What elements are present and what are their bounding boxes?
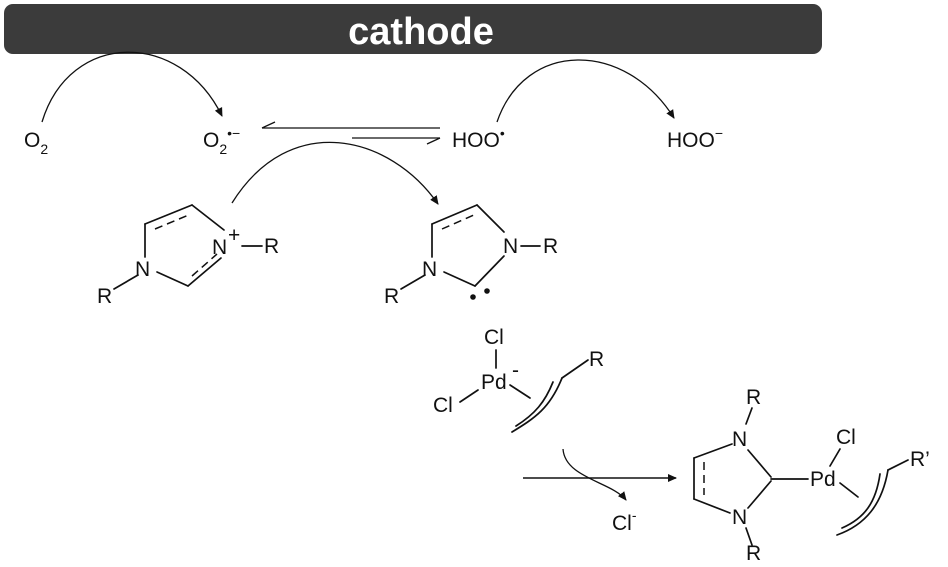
carbene-lone-pair-dot <box>470 294 476 300</box>
chloride-label: Cl <box>836 426 856 449</box>
r-top-label: R <box>746 386 761 409</box>
r-substituent-label: R <box>589 348 604 371</box>
bond-dashed <box>154 213 192 230</box>
r-substituent-1-label: R <box>97 285 112 308</box>
bond <box>400 274 426 290</box>
allyl-curve-outer <box>511 377 563 433</box>
r-prime-label: R’ <box>910 448 930 471</box>
nitrogen-1-label: N <box>135 258 150 281</box>
bond <box>459 389 479 403</box>
equilibrium-arrows <box>261 121 441 145</box>
equilibrium-top-head <box>261 121 276 129</box>
nitrogen-3-label: N <box>212 236 227 259</box>
ligand-exchange-arrow: Cl- <box>523 448 677 535</box>
bond <box>474 255 505 287</box>
nitrogen-top-label: N <box>732 428 747 451</box>
bond <box>693 498 731 514</box>
banner-background <box>4 4 822 54</box>
palladium-label: Pd <box>810 468 836 491</box>
n-heterocyclic-carbene: N N R R <box>384 204 558 308</box>
nitrogen-3-label: N <box>503 235 518 258</box>
bond <box>693 443 733 459</box>
hydroperoxide-anion-label: HOO− <box>667 125 723 152</box>
chloride-top-label: Cl <box>484 326 504 349</box>
nitrogen-bottom-label: N <box>732 506 747 529</box>
bond-dashed <box>441 213 477 230</box>
bond <box>476 204 505 233</box>
imidazolium-cation: N N + R R <box>97 204 279 308</box>
bond <box>829 448 841 467</box>
bond <box>187 257 222 287</box>
nitrogen-1-label: N <box>422 258 437 281</box>
bond <box>156 271 189 287</box>
bond-dashed <box>191 253 218 277</box>
bond <box>747 480 772 509</box>
r-bottom-label: R <box>746 542 761 565</box>
oxygen-label: O2 <box>24 129 48 157</box>
cathode-banner: cathode <box>4 4 822 54</box>
negative-charge-label: - <box>512 359 519 382</box>
banner-title: cathode <box>348 11 494 53</box>
chloride-left-label: Cl <box>433 394 453 417</box>
bond <box>747 449 772 478</box>
hydroperoxyl-radical-label: HOO• <box>452 125 505 152</box>
bond <box>113 274 139 290</box>
bond <box>839 482 859 498</box>
bond <box>509 384 531 399</box>
palladium-allyl-complex: Cl Pd - Cl R <box>433 326 604 433</box>
positive-charge-label: + <box>228 224 240 247</box>
allyl-curve-outer <box>836 469 889 536</box>
bond <box>191 204 225 231</box>
bond <box>745 407 753 425</box>
bond <box>144 204 193 225</box>
palladium-label: Pd <box>481 371 507 394</box>
reduction-arc-arrow <box>41 51 223 123</box>
chloride-release-curve <box>562 448 627 501</box>
bond <box>431 204 478 225</box>
superoxide-label: O2•− <box>203 125 240 157</box>
allyl-curve-inner <box>841 473 881 529</box>
bond <box>887 459 909 471</box>
bond <box>745 527 753 546</box>
nhc-palladium-product: R N N R Pd Cl R’ <box>693 386 930 565</box>
bond <box>561 359 589 379</box>
r-substituent-3-label: R <box>264 235 279 258</box>
r-substituent-1-label: R <box>384 285 399 308</box>
deprotonation-arc-arrow <box>231 141 439 205</box>
equilibrium-bottom-head <box>426 137 441 145</box>
carbene-lone-pair-dot <box>484 288 490 294</box>
allyl-curve-inner <box>515 381 554 427</box>
reduction-arc-arrow-2 <box>496 59 675 123</box>
r-substituent-3-label: R <box>543 235 558 258</box>
chloride-ion-label: Cl- <box>612 507 637 535</box>
bond <box>443 271 476 287</box>
